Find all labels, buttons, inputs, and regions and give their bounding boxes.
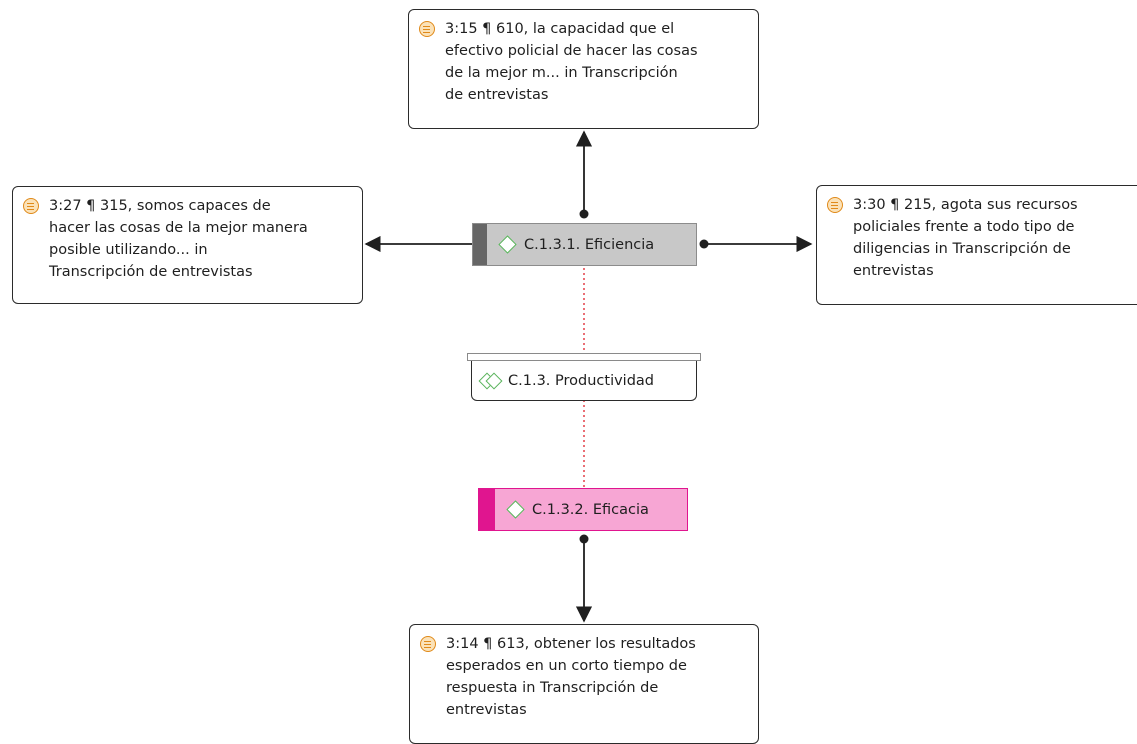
code-node-eficacia[interactable]: C.1.3.2. Eficacia xyxy=(478,488,688,531)
link-dot xyxy=(579,534,589,544)
code-color-bar xyxy=(473,224,487,265)
quotation-icon xyxy=(420,636,436,652)
code-node-productividad[interactable]: C.1.3. Productividad xyxy=(471,361,697,401)
quotation-text-line: 3:15 ¶ 610, la capacidad que el xyxy=(445,21,675,37)
quotation-node-bottom[interactable]: 3:14 ¶ 613, obtener los resultados esper… xyxy=(409,624,759,744)
code-label: C.1.3.2. Eficacia xyxy=(532,501,649,518)
quotation-node-right[interactable]: 3:30 ¶ 215, agota sus recursos policiale… xyxy=(816,185,1137,305)
quotation-text-line: esperados en un corto tiempo de xyxy=(446,658,687,674)
code-group-icon xyxy=(478,372,503,389)
quotation-text-line: efectivo policial de hacer las cosas xyxy=(445,43,698,59)
quotation-icon xyxy=(827,197,843,213)
code-diamond-icon xyxy=(498,235,517,254)
quotation-text-line: entrevistas xyxy=(446,702,527,718)
quotation-text-line: 3:27 ¶ 315, somos capaces de xyxy=(49,198,271,214)
code-group-header-bar xyxy=(467,353,701,361)
link-dot xyxy=(699,239,709,249)
code-diamond-icon xyxy=(506,500,525,519)
quotation-text-line: hacer las cosas de la mejor manera xyxy=(49,220,308,236)
quotation-text-line: 3:30 ¶ 215, agota sus recursos xyxy=(853,197,1078,213)
quotation-text-line: 3:14 ¶ 613, obtener los resultados xyxy=(446,636,696,652)
quotation-text-line: respuesta in Transcripción de xyxy=(446,680,659,696)
quotation-text-line: de la mejor m... in Transcripción xyxy=(445,65,678,81)
quotation-icon xyxy=(419,21,435,37)
code-node-eficiencia[interactable]: C.1.3.1. Eficiencia xyxy=(472,223,697,266)
quotation-text-line: de entrevistas xyxy=(445,87,549,103)
quotation-node-top[interactable]: 3:15 ¶ 610, la capacidad que el efectivo… xyxy=(408,9,759,129)
quotation-text-line: posible utilizando... in xyxy=(49,242,208,258)
code-color-bar xyxy=(479,489,495,530)
quotation-text-line: entrevistas xyxy=(853,263,934,279)
quotation-node-left[interactable]: 3:27 ¶ 315, somos capaces de hacer las c… xyxy=(12,186,363,304)
quotation-text-line: Transcripción de entrevistas xyxy=(49,264,253,280)
link-dot xyxy=(579,209,589,219)
quotation-text-line: diligencias in Transcripción de xyxy=(853,241,1071,257)
code-label: C.1.3.1. Eficiencia xyxy=(524,236,655,253)
quotation-icon xyxy=(23,198,39,214)
code-label: C.1.3. Productividad xyxy=(508,372,654,389)
quotation-text-line: policiales frente a todo tipo de xyxy=(853,219,1075,235)
